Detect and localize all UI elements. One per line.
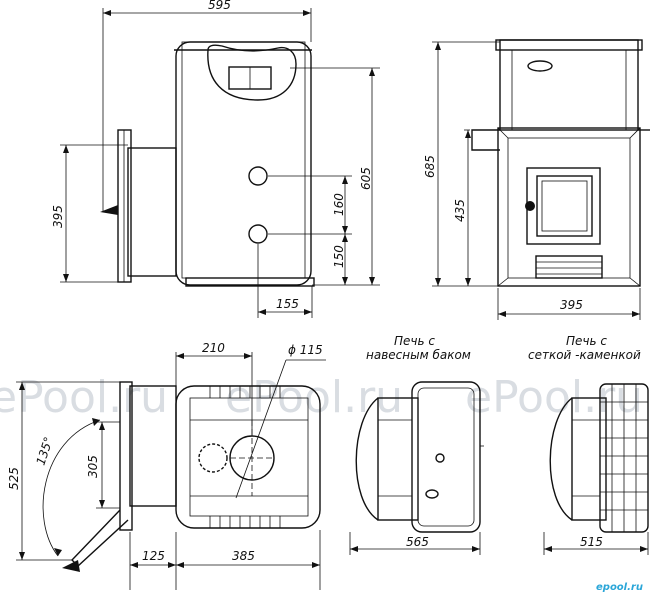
watermark-3: ePool.ru (465, 372, 643, 423)
dim-body-length: 385 (232, 549, 255, 563)
caption-mesh-line2: сеткой -каменкой (528, 348, 641, 362)
top-view: 210 ϕ 115 525 305 135° 125 385 (7, 341, 326, 590)
dim-pipe-diameter: ϕ 115 (288, 343, 323, 357)
dim-side-width: 595 (208, 0, 231, 12)
side-view: 595 605 395 160 150 155 (51, 0, 380, 318)
watermark-1: ePool.ru (0, 372, 168, 423)
dim-front-height: 685 (423, 155, 437, 178)
dim-side-height: 605 (359, 167, 373, 190)
caption-tank-line1: Печь с (394, 334, 435, 348)
mesh-variant: Печь с сеткой -каменкой 515 (528, 334, 649, 555)
caption-mesh-line1: Печь с (566, 334, 607, 348)
dim-depth: 525 (7, 467, 21, 490)
dim-front-door: 435 (453, 199, 467, 222)
dim-chimney-offset: 125 (142, 549, 165, 563)
watermark-2: ePool.ru (225, 372, 403, 423)
tank-variant: Печь с навесным баком 565 (349, 334, 484, 555)
dim-hole-offset: 155 (276, 297, 299, 311)
caption-tank-line2: навесным баком (366, 348, 471, 362)
dim-hole-bottom: 150 (332, 245, 346, 268)
dim-front-width: 395 (560, 298, 583, 312)
dim-mesh-length: 515 (580, 535, 603, 549)
brand-logo: epool.ru (596, 582, 643, 593)
dim-hole-spacing: 160 (332, 193, 346, 216)
dim-top-offset: 210 (202, 341, 225, 355)
dim-tank-length: 565 (406, 535, 429, 549)
dim-door-width: 305 (86, 455, 100, 478)
dim-door-angle: 135° (34, 435, 56, 467)
front-view: 685 435 395 (423, 39, 650, 320)
dim-door-height: 395 (51, 205, 65, 228)
